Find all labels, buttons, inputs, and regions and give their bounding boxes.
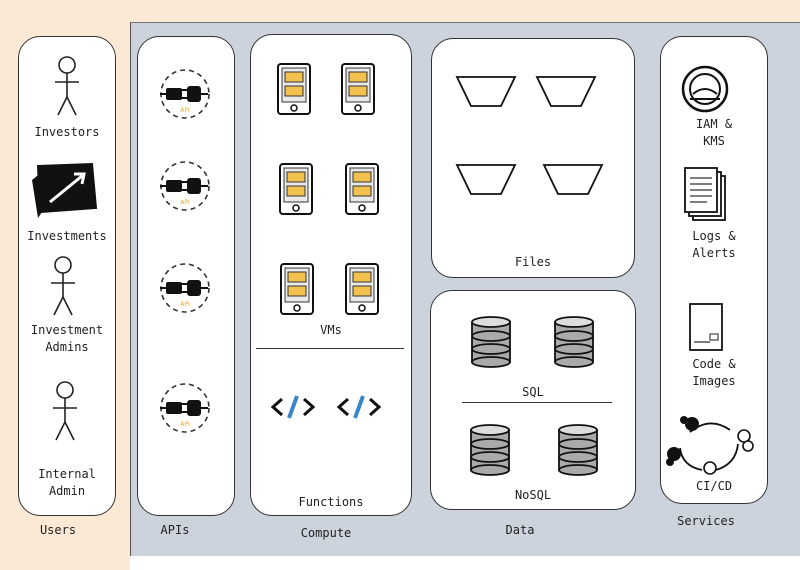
user-label-investors: Investors <box>34 125 100 139</box>
sql-label: SQL <box>522 385 544 399</box>
vm-icon <box>345 263 379 315</box>
top-background <box>130 0 800 22</box>
lock-icon <box>681 65 729 113</box>
api-text: API <box>180 421 190 428</box>
service-label-logs-alerts: Logs & Alerts <box>692 229 736 260</box>
apis-panel <box>137 36 235 516</box>
sql-nosql-divider <box>462 402 612 403</box>
compute-panel <box>250 34 412 516</box>
code-icon <box>270 395 316 419</box>
bucket-icon <box>455 164 517 195</box>
stick-figure-icon <box>51 256 75 316</box>
cicd-cycle-icon <box>666 416 754 475</box>
files-label: Files <box>514 255 552 269</box>
stick-figure-icon <box>55 56 79 116</box>
service-label-cicd: CI/CD <box>695 479 733 493</box>
database-icon <box>470 424 510 476</box>
vm-icon <box>277 63 311 115</box>
api-text: API <box>180 107 190 114</box>
databases-panel <box>430 290 636 510</box>
bucket-icon <box>455 76 517 107</box>
code-image-icon <box>689 303 723 351</box>
group-label-apis: APIs <box>160 523 190 537</box>
api-plug-icon: API <box>160 69 210 119</box>
code-icon <box>336 395 382 419</box>
user-label-investments: Investments <box>27 229 107 243</box>
api-text: API <box>180 301 190 308</box>
stick-figure-icon <box>53 381 77 441</box>
vm-icon <box>279 163 313 215</box>
documents-icon <box>684 167 726 221</box>
vms-label: VMs <box>320 323 342 337</box>
user-label-internal-admin: Internal Admin <box>38 467 96 498</box>
vms-functions-divider <box>256 348 404 349</box>
nosql-label: NoSQL <box>514 488 552 502</box>
api-plug-icon: API <box>160 263 210 313</box>
api-text: API <box>180 199 190 206</box>
users-panel <box>18 36 116 516</box>
api-plug-icon: API <box>160 383 210 433</box>
vm-icon <box>280 263 314 315</box>
group-label-compute: Compute <box>300 526 352 540</box>
api-plug-icon: API <box>160 161 210 211</box>
group-label-data: Data <box>505 523 535 537</box>
bucket-icon <box>535 76 597 107</box>
chart-arrow-icon <box>32 162 98 218</box>
database-icon <box>471 316 511 368</box>
user-label-investment-admins: Investment Admins <box>30 323 104 354</box>
group-label-users: Users <box>39 523 77 537</box>
bucket-icon <box>542 164 604 195</box>
service-label-code-images: Code & Images <box>692 357 736 388</box>
database-icon <box>554 316 594 368</box>
database-icon <box>558 424 598 476</box>
functions-label: Functions <box>298 495 364 509</box>
service-label-iam-kms: IAM & KMS <box>695 117 733 148</box>
files-panel <box>431 38 635 278</box>
group-label-services: Services <box>677 514 735 528</box>
vm-icon <box>341 63 375 115</box>
services-panel <box>660 36 768 504</box>
vm-icon <box>345 163 379 215</box>
